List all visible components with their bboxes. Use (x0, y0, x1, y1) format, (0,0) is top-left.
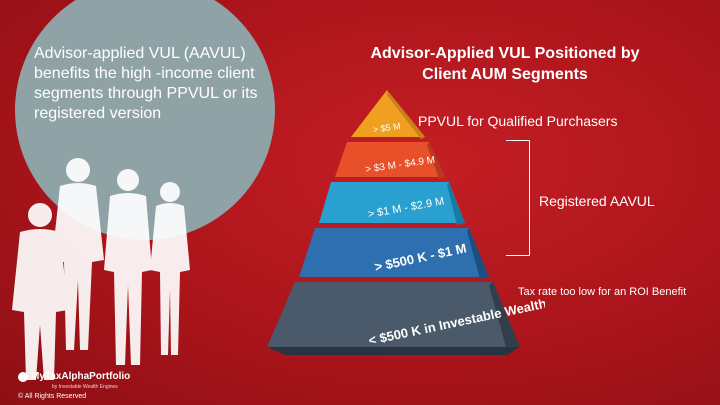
ppvul-label: PPVUL for Qualified Purchasers (418, 113, 618, 129)
company-logo: MyTaxAlphaPortfolio (18, 371, 130, 382)
pyramid-tier-5 (267, 282, 520, 347)
tax-label: Tax rate too low for an ROI Benefit (518, 286, 687, 298)
pyramid-tier-3 (319, 182, 465, 223)
copyright-text: © All Rights Reserved (18, 393, 87, 400)
pyramid-tier-4 (299, 228, 489, 277)
page-title: Advisor-Applied VUL Positioned by Client… (370, 45, 640, 83)
aum-pyramid: > $5 M > $3 M - $4.9 M > $1 M - $2.9 M >… (267, 90, 545, 355)
logo-name: MyTaxAlphaPortfolio (31, 371, 131, 382)
pyramid-tier-1 (351, 90, 425, 137)
intro-text: Advisor-applied VUL (AAVUL) benefits the… (34, 45, 258, 122)
bracket-line (506, 140, 530, 256)
tier-label-1: > $5 M (372, 121, 401, 135)
logo-tagline: by Investable Wealth Engines (52, 384, 118, 390)
aavul-label: Registered AAVUL (539, 193, 655, 209)
pyramid-tier-2 (335, 142, 445, 177)
business-people-silhouette-icon (12, 158, 190, 380)
logo-mark-icon (18, 371, 28, 382)
